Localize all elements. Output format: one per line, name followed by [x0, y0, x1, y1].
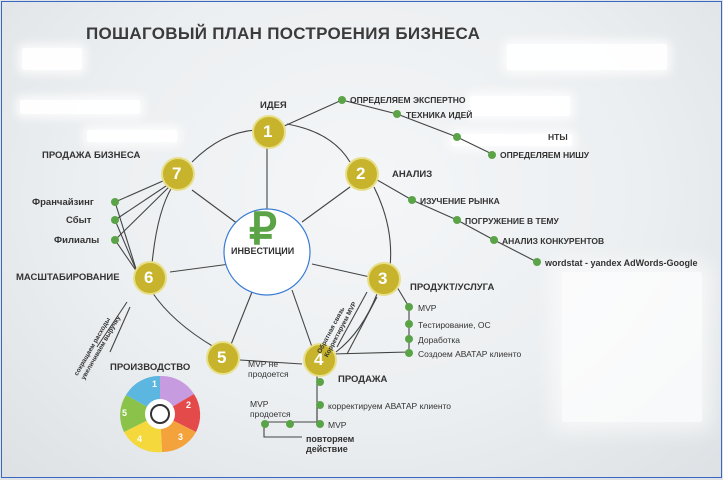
poster-title: ПОШАГОВЫЙ ПЛАН ПОСТРОЕНИЯ БИЗНЕСА [86, 24, 481, 43]
idea-item: ОПРЕДЕЛЯЕМ НИШУ [500, 150, 590, 160]
light-reflection [470, 96, 570, 116]
idea-item: ОПРЕДЕЛЯЕМ ЭКСПЕРТНО [350, 95, 466, 105]
light-reflection [452, 134, 572, 146]
mvp-sold: MVP продоется [250, 399, 291, 419]
step-2-number: 2 [356, 164, 366, 183]
step-3-label: ПРОДУКТ/УСЛУГА [410, 282, 495, 293]
step-6-label: МАСШТАБИРОВАНИЕ [16, 272, 120, 283]
step-5-number: 5 [217, 348, 227, 367]
analysis-item: wordstat - yandex AdWords-Google [545, 258, 698, 268]
step-2-label: АНАЛИЗ [392, 169, 433, 180]
light-reflection [87, 130, 177, 142]
center-label: ИНВЕСТИЦИИ [231, 246, 295, 256]
light-reflection [507, 44, 667, 70]
light-reflection [22, 48, 82, 70]
product-item: MVP [418, 303, 437, 313]
production-wheel [120, 375, 201, 453]
fix-avatar: корректируем АВАТАР клиенто [328, 401, 452, 411]
product-item: Тестирование, ОС [418, 320, 491, 330]
sale-mvp: MVP [328, 420, 347, 430]
light-reflection [20, 100, 140, 114]
analysis-item: ИЗУЧЕНИЕ РЫНКА [420, 196, 500, 206]
step-1-number: 1 [263, 122, 273, 141]
scaling-item: Франчайзинг [32, 197, 94, 208]
step-3-number: 3 [378, 269, 388, 288]
wheel-number: 3 [178, 432, 184, 442]
idea-item: НТЫ [548, 132, 568, 142]
step-6-number: 6 [144, 268, 154, 287]
step-5-label: ПРОИЗВОДСТВО [110, 362, 191, 373]
analysis-item: ПОГРУЖЕНИЕ В ТЕМУ [465, 216, 559, 226]
step-4-number: 4 [314, 350, 324, 369]
scaling-item: Филиалы [54, 235, 100, 246]
step-1-label: ИДЕЯ [260, 100, 287, 111]
repeat-action: повторяем действие [306, 434, 355, 454]
scaling-item: Сбыт [66, 215, 92, 226]
wheel-number: 4 [137, 434, 143, 444]
light-reflection [562, 272, 702, 422]
wheel-number: 5 [122, 408, 128, 418]
step-7-number: 7 [172, 164, 182, 183]
mvp-not-sold: MVP не продоется [248, 359, 289, 379]
step-4-label: ПРОДАЖА [338, 374, 388, 385]
step-7-label: ПРОДАЖА БИЗНЕСА [42, 150, 141, 161]
idea-item: ТЕХНИКА ИДЕЙ [406, 110, 473, 120]
analysis-item: АНАЛИЗ КОНКУРЕНТОВ [502, 236, 605, 246]
wheel-number: 1 [152, 379, 158, 389]
wheel-number: 2 [186, 400, 192, 410]
product-item: Создоем АВАТАР клиенто [418, 349, 522, 359]
center-ruble-icon: ₽ [249, 205, 277, 254]
product-item: Доработка [418, 335, 460, 345]
